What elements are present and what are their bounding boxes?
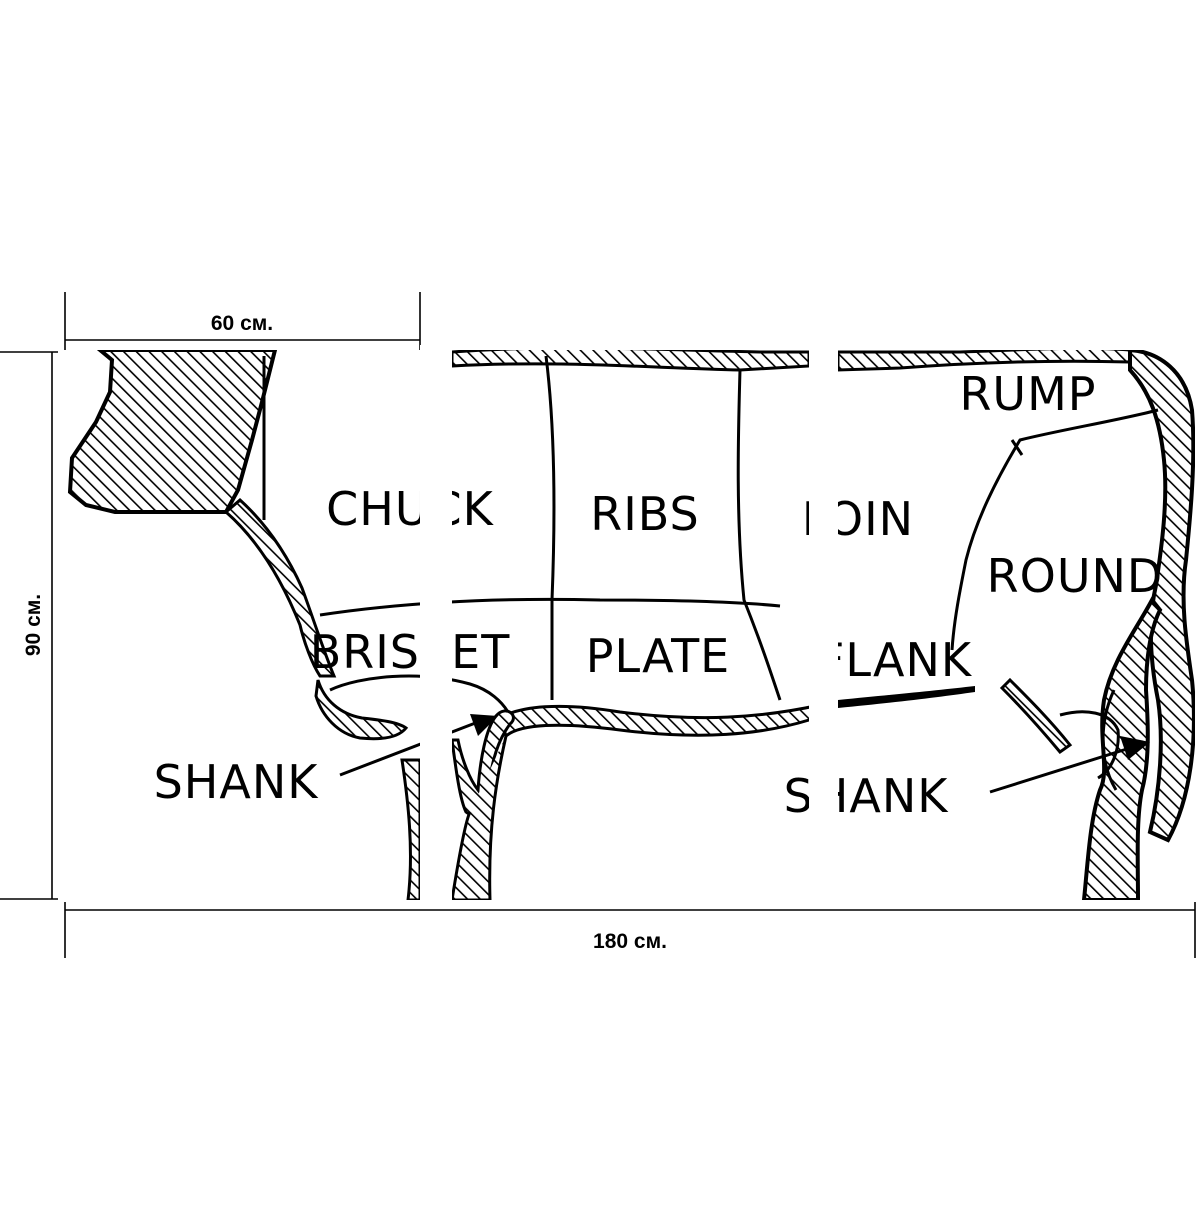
back-band: [450, 350, 811, 372]
label-chuck: CHUCK: [326, 482, 494, 536]
panel-width-label: 60 см.: [211, 312, 273, 335]
label-shank-front: SHANK: [154, 755, 320, 809]
label-rump: RUMP: [959, 367, 1096, 421]
label-brisket: BRISKET: [310, 625, 511, 679]
front-shank-arrow: [339, 720, 479, 777]
belly-band: [498, 702, 824, 739]
label-plate: PLATE: [586, 629, 730, 683]
stifle-band: [999, 677, 1073, 755]
triptych-artwork: CHUCK RIBS LOIN RUMP ROUND BRISKET PLATE…: [67, 350, 1195, 900]
front-leg-left: [400, 758, 422, 900]
label-shank-rear: SHANK: [784, 769, 950, 823]
dimension-markers: [0, 292, 1196, 958]
neck-band: [223, 497, 337, 678]
label-round: ROUND: [987, 549, 1164, 603]
tail-rear-shape: [1128, 350, 1195, 843]
elbow-shape: [314, 679, 409, 741]
height-label: 90 см.: [22, 594, 45, 656]
head-shape: [67, 350, 278, 514]
label-flank: FLANK: [818, 633, 973, 687]
panel-gap-2: [809, 345, 838, 905]
panel-gap-1: [420, 345, 452, 905]
front-leg-right: [450, 709, 515, 817]
total-width-label: 180 см.: [593, 930, 667, 953]
label-ribs: RIBS: [590, 487, 699, 541]
rear-shank-arrow: [989, 746, 1131, 794]
